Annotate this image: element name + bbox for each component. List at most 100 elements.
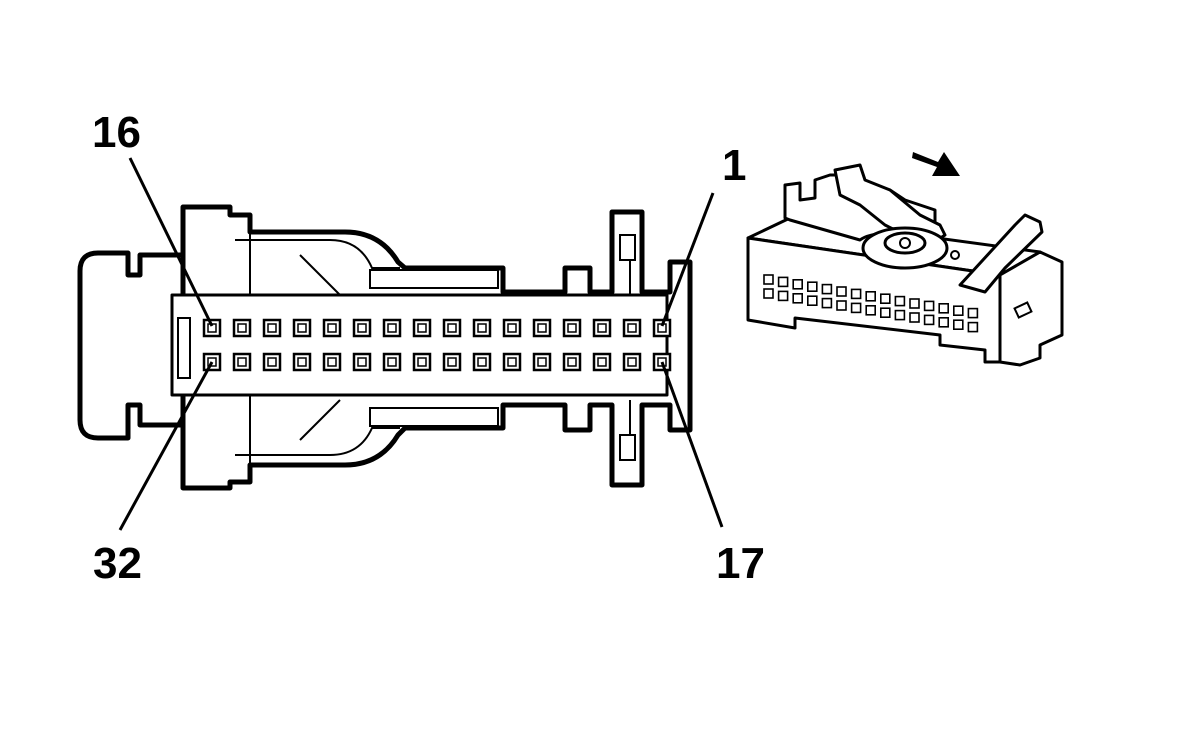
cavity xyxy=(202,318,222,338)
iso-cavity xyxy=(792,278,804,290)
leader-line-1 xyxy=(660,192,715,327)
iso-cavity xyxy=(806,281,818,293)
cavity-inner xyxy=(297,323,307,333)
cavity-inner xyxy=(537,323,547,333)
cavity xyxy=(382,352,402,372)
iso-latch-arm xyxy=(958,213,1044,294)
latch-detail-top xyxy=(235,232,400,296)
cavity-inner xyxy=(237,357,247,367)
latch-detail-bottom xyxy=(235,395,400,465)
cavity-inner xyxy=(627,357,637,367)
iso-cavity xyxy=(821,297,833,309)
cavity-inner xyxy=(417,323,427,333)
iso-cavity xyxy=(952,305,964,317)
cavity xyxy=(262,352,282,372)
cavity xyxy=(562,352,582,372)
cavity-inner xyxy=(357,357,367,367)
cavity xyxy=(322,352,342,372)
cavity-inner xyxy=(207,357,217,367)
connector-iso-view xyxy=(746,163,1064,367)
cavity xyxy=(232,352,252,372)
cavity-inner xyxy=(237,323,247,333)
cavity-inner xyxy=(477,357,487,367)
iso-cavity xyxy=(923,300,935,312)
iso-cavity xyxy=(938,302,950,314)
cavity-inner xyxy=(537,357,547,367)
cavity xyxy=(352,352,372,372)
iso-cavity xyxy=(777,290,789,302)
iso-lever xyxy=(833,163,947,247)
cavity-inner xyxy=(357,323,367,333)
cavity xyxy=(292,318,312,338)
connector-mating-face xyxy=(170,293,669,397)
cavity-inner xyxy=(297,357,307,367)
cavity xyxy=(622,318,642,338)
cavity xyxy=(472,318,492,338)
iso-cavity xyxy=(836,286,847,297)
cavity xyxy=(562,318,582,338)
connector-front-view xyxy=(77,204,693,491)
cavity xyxy=(592,318,612,338)
cavity xyxy=(382,318,402,338)
iso-cavity xyxy=(909,298,920,309)
left-tab xyxy=(177,317,191,379)
cavity-inner xyxy=(477,323,487,333)
cavity xyxy=(412,318,432,338)
cavity xyxy=(322,318,342,338)
iso-lock-boss-top xyxy=(883,231,927,255)
iso-cavity xyxy=(923,314,935,326)
iso-cavity-grid xyxy=(763,274,979,333)
cavity xyxy=(442,318,462,338)
cavity-inner xyxy=(447,323,457,333)
iso-cavity xyxy=(777,276,789,288)
iso-cavity xyxy=(879,293,891,305)
iso-cavity xyxy=(894,309,906,321)
cavity xyxy=(442,352,462,372)
iso-cavity xyxy=(938,316,950,328)
iso-cavity xyxy=(850,302,862,314)
pin-label-17: 17 xyxy=(716,539,765,588)
cavity xyxy=(622,352,642,372)
cavity-inner xyxy=(387,323,397,333)
side-lock-top xyxy=(619,234,636,295)
cavity xyxy=(232,318,252,338)
iso-cavity xyxy=(792,292,804,304)
cavity xyxy=(532,318,552,338)
cavity xyxy=(412,352,432,372)
cavity-inner xyxy=(267,357,277,367)
iso-cavity xyxy=(806,295,818,307)
cavity-inner xyxy=(597,323,607,333)
cavity xyxy=(472,352,492,372)
cavity-grid xyxy=(202,318,672,372)
cavity-inner xyxy=(567,323,577,333)
iso-cavity xyxy=(894,295,906,307)
cavity xyxy=(592,352,612,372)
iso-cavity xyxy=(865,304,877,316)
cavity-inner xyxy=(387,357,397,367)
cavity xyxy=(502,318,522,338)
cavity-inner xyxy=(507,323,517,333)
iso-cavity xyxy=(821,283,833,295)
iso-cavity xyxy=(865,290,877,302)
cavity-inner xyxy=(507,357,517,367)
cavity-inner xyxy=(627,323,637,333)
pin-label-32: 32 xyxy=(93,539,142,588)
cavity xyxy=(502,352,522,372)
iso-cavity xyxy=(952,319,964,331)
iso-cavity xyxy=(909,312,920,323)
iso-cavity xyxy=(967,307,979,319)
cavity xyxy=(262,318,282,338)
iso-cavity xyxy=(763,288,774,299)
iso-cavity xyxy=(763,274,774,285)
leader-line-17 xyxy=(660,361,724,528)
cavity-inner xyxy=(327,357,337,367)
cavity xyxy=(352,318,372,338)
iso-side-slot xyxy=(1013,301,1033,319)
leader-line-16 xyxy=(128,157,214,327)
iso-cavity xyxy=(850,288,862,300)
iso-cavity xyxy=(967,321,979,333)
slot-top xyxy=(369,269,499,289)
leader-line-32 xyxy=(118,361,214,531)
side-lock-bottom xyxy=(619,400,636,461)
